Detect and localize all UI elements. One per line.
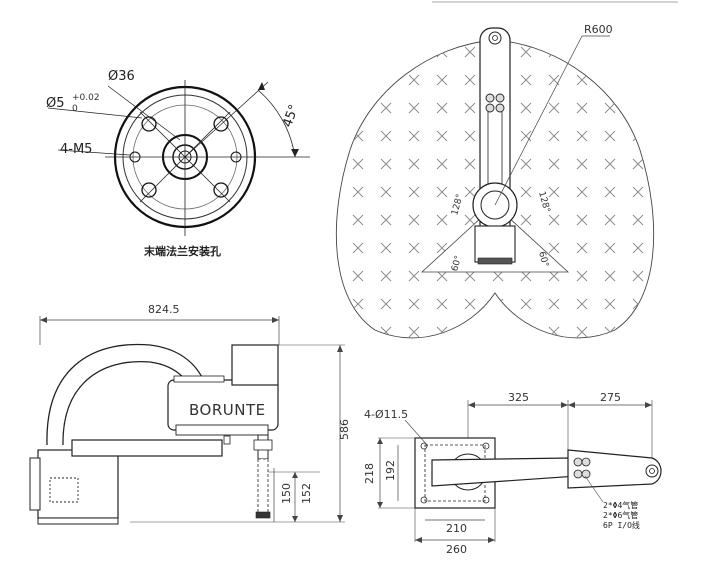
height-586-label: 586 [338,419,351,440]
height-218-label: 218 [363,463,376,484]
flange-view [47,80,310,236]
angle-60-left: 60° [450,255,464,273]
note-air-4: 2*Φ4气管 [603,500,638,510]
angle-45-label: 45° [280,103,302,130]
note-air-6: 2*Φ6气管 [603,510,638,520]
dia-36-label: Ø36 [108,69,135,84]
holes-label: 4-Ø11.5 [364,408,408,421]
side-view [29,316,345,525]
dia-5-label: Ø5 [46,96,65,111]
height-152-label: 152 [300,483,313,504]
top-view [377,400,662,543]
height-150-label: 150 [280,483,293,504]
arm1-length-label: 325 [508,391,529,404]
arm2-length-label: 275 [600,391,621,404]
flange-caption: 末端法兰安装孔 [143,244,221,258]
width-824-label: 824.5 [148,303,180,316]
reach-radius-label: R600 [584,23,613,36]
workspace-view [335,27,655,339]
thread-label: 4-M5 [60,142,92,157]
angle-60-right: 60° [536,250,550,268]
tolerance-plus: +0.02 [72,93,100,103]
width-260-label: 260 [446,543,467,556]
note-io: 6P I/O线 [603,520,640,530]
brand-logo-text: BORUNTE [189,401,266,419]
height-192-label: 192 [384,460,397,481]
tolerance-zero: 0 [72,104,78,114]
width-210-label: 210 [446,522,467,535]
